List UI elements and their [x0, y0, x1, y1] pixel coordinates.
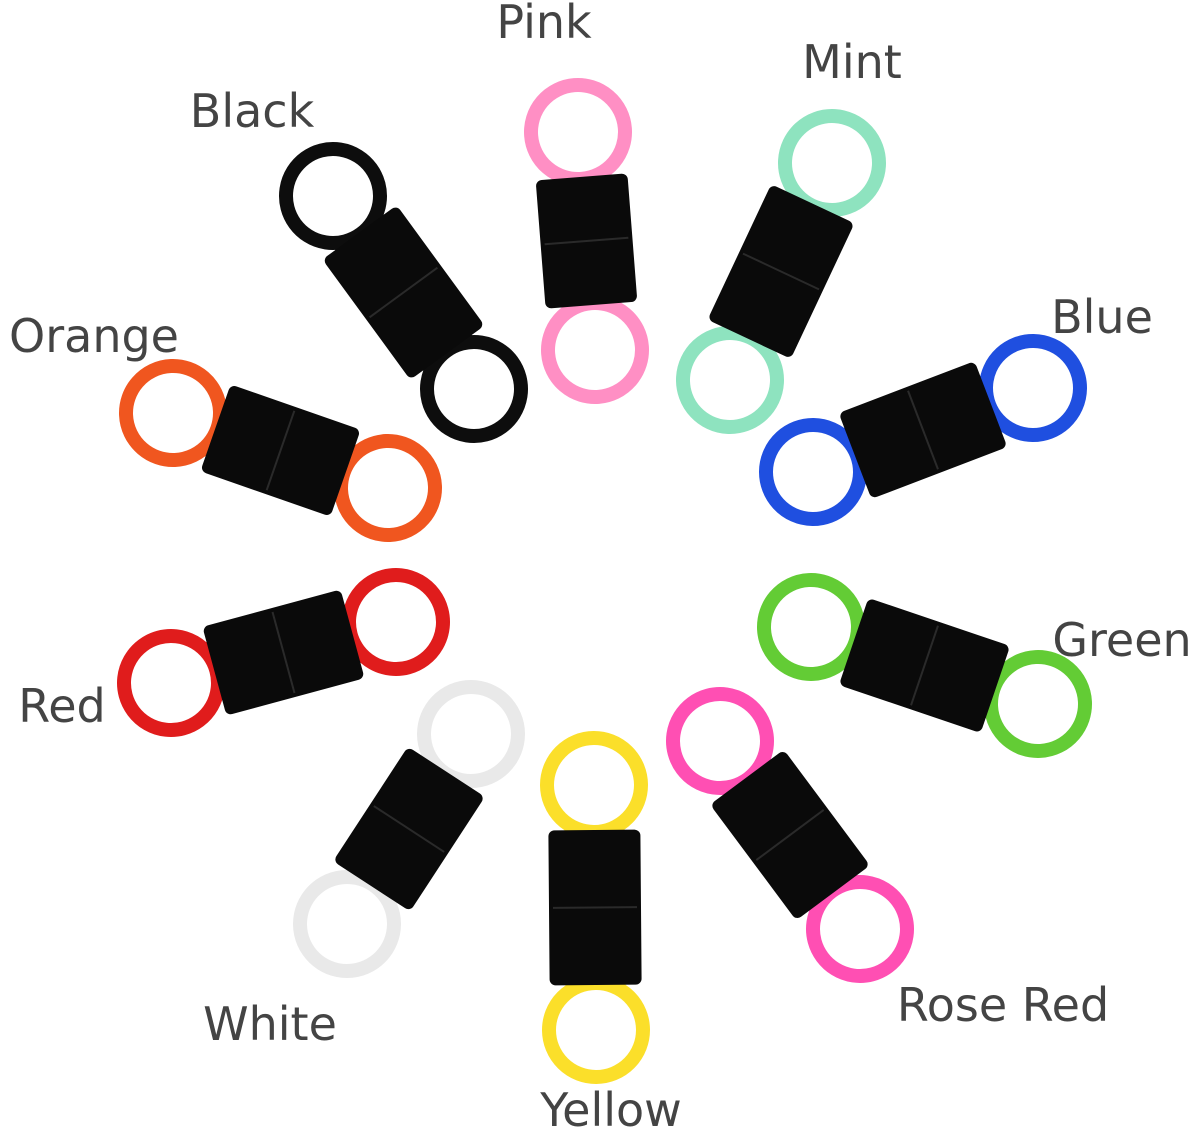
- holder-mint: [675, 109, 887, 434]
- label-pink: Pink: [496, 0, 592, 49]
- label-white: White: [203, 997, 337, 1051]
- label-yellow: Yellow: [539, 1083, 682, 1131]
- ring-end: [540, 295, 649, 404]
- band-fold-line: [742, 252, 820, 291]
- label-blue: Blue: [1051, 290, 1153, 344]
- band-fold-line: [907, 390, 939, 470]
- holder-body: [757, 572, 1092, 759]
- label-rose-red: Rose Red: [897, 978, 1109, 1032]
- holder-pink: [524, 78, 649, 404]
- holder-red: [117, 568, 450, 737]
- holder-body: [524, 78, 649, 404]
- band-fold-line: [271, 611, 296, 694]
- label-red: Red: [18, 679, 105, 733]
- band-fold-line: [544, 236, 629, 246]
- band-fold-line: [373, 805, 445, 853]
- band-fold-line: [910, 625, 939, 706]
- holder-body: [292, 679, 526, 978]
- holder-green: [757, 572, 1092, 759]
- holder-yellow: [539, 730, 651, 1085]
- holder-black: [278, 141, 529, 444]
- ring-end: [542, 976, 651, 1085]
- band-fold-line: [368, 266, 439, 319]
- holder-orange: [119, 359, 442, 543]
- ring-start: [524, 78, 633, 187]
- holder-body: [665, 687, 915, 983]
- label-orange: Orange: [9, 309, 179, 363]
- holder-rose-red: [665, 687, 915, 983]
- band-fold-line: [552, 906, 638, 909]
- holder-body: [539, 730, 651, 1085]
- holder-white: [292, 679, 526, 978]
- band-fold-line: [755, 809, 825, 861]
- band-fold-line: [265, 410, 296, 491]
- ring-start: [539, 730, 648, 839]
- label-mint: Mint: [802, 35, 902, 89]
- holder-blue: [758, 334, 1087, 527]
- holder-body: [117, 568, 450, 737]
- holder-body: [278, 141, 529, 444]
- holder-body: [675, 109, 887, 434]
- label-green: Green: [1052, 613, 1191, 667]
- holder-body: [119, 359, 442, 543]
- holder-body: [758, 334, 1087, 527]
- label-black: Black: [190, 84, 315, 138]
